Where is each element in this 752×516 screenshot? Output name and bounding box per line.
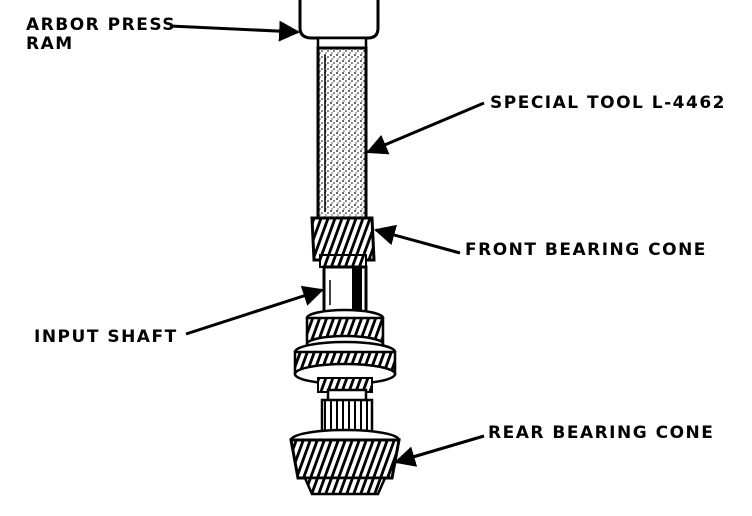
- label-arbor-press-ram-line2: RAM: [26, 34, 74, 54]
- shaft-splines: [320, 388, 374, 434]
- leader-front-bearing-cone: [373, 224, 461, 255]
- special-tool-tube: [316, 46, 368, 220]
- label-rear-bearing-cone: REAR BEARING CONE: [488, 423, 715, 443]
- leader-arbor-press-ram: [169, 20, 301, 42]
- input-shaft: [322, 265, 368, 314]
- label-input-shaft: INPUT SHAFT: [34, 327, 178, 347]
- callout-leaders: [169, 20, 485, 467]
- shaft-gear-upper: [305, 308, 385, 354]
- label-arbor-press-ram: ARBOR PRESS RAM: [26, 16, 176, 54]
- label-front-bearing-cone: FRONT BEARING CONE: [465, 240, 707, 260]
- label-arbor-press-ram-line1: ARBOR PRESS: [26, 15, 177, 35]
- leader-input-shaft: [185, 285, 324, 336]
- leader-special-tool: [366, 101, 485, 155]
- arbor-press-ram: [298, 0, 380, 52]
- rear-bearing-cone: [289, 428, 401, 496]
- front-bearing-cone: [310, 216, 376, 268]
- label-special-tool: SPECIAL TOOL L-4462: [490, 93, 726, 113]
- shaft-gear-large: [293, 340, 397, 393]
- leader-rear-bearing-cone: [393, 434, 485, 467]
